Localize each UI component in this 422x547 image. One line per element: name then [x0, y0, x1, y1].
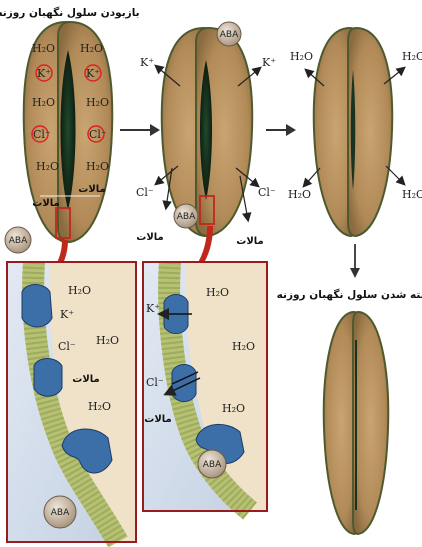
label-potassium: K⁺ [86, 67, 100, 80]
label-chloride: Cl⁻ [258, 186, 276, 199]
label-malate: مالات [72, 374, 99, 385]
label-potassium: K⁺ [146, 302, 160, 315]
label-chloride: Cl⁻ [89, 128, 107, 141]
label-h2o: H₂O [290, 50, 313, 63]
aba-molecule: ABA [198, 450, 226, 478]
caption-closing: بسته شدن سلول نگهبان روزنه [277, 288, 422, 301]
svg-text:ABA: ABA [51, 508, 70, 518]
label-h2o: H₂O [402, 188, 422, 201]
label-potassium: K⁺ [262, 56, 276, 69]
svg-text:ABA: ABA [9, 236, 28, 246]
label-h2o: H₂O [232, 340, 255, 353]
label-h2o: H₂O [86, 160, 109, 173]
svg-text:ABA: ABA [220, 30, 239, 40]
label-chloride: Cl⁻ [136, 186, 154, 199]
label-malate: مالات [136, 232, 163, 243]
label-h2o: H₂O [68, 284, 91, 297]
zoom-panel-opening: H₂O K⁺ Cl⁻ H₂O مالات H₂O [7, 262, 136, 542]
label-h2o: H₂O [88, 400, 111, 413]
svg-text:ABA: ABA [203, 460, 222, 470]
label-malate: مالات [236, 236, 263, 247]
ion-channel [22, 285, 52, 328]
label-potassium: K⁺ [140, 56, 154, 69]
stoma-closed [324, 312, 389, 534]
aba-molecule: ABA [217, 22, 241, 46]
aba-molecule: ABA [44, 496, 76, 528]
label-h2o: H₂O [80, 42, 103, 55]
ion-channel [34, 359, 62, 397]
label-h2o: H₂O [288, 188, 311, 201]
stoma-water-leaving [314, 28, 392, 236]
label-h2o: H₂O [402, 50, 422, 63]
svg-text:ABA: ABA [177, 212, 196, 222]
label-malate: مالات [144, 414, 171, 425]
label-h2o: H₂O [32, 96, 55, 109]
arrow-right-icon [266, 124, 296, 136]
arrow-right-icon [120, 124, 160, 136]
arrow-down-icon [350, 244, 360, 278]
stoma-ions-leaving [162, 28, 252, 236]
label-h2o: H₂O [32, 42, 55, 55]
caption-opening: بازبودن سلول نگهبان روزنه [0, 6, 140, 19]
label-h2o: H₂O [86, 96, 109, 109]
label-chloride: Cl⁻ [146, 376, 164, 389]
aba-molecule: ABA [174, 204, 198, 228]
label-chloride: Cl⁻ [33, 128, 51, 141]
aba-molecule: ABA [5, 227, 31, 253]
label-potassium: K⁺ [60, 308, 74, 321]
label-h2o: H₂O [206, 286, 229, 299]
label-malate: مالات [78, 184, 105, 195]
label-h2o: H₂O [36, 160, 59, 173]
label-h2o: H₂O [222, 402, 245, 415]
label-chloride: Cl⁻ [58, 340, 76, 353]
label-h2o: H₂O [96, 334, 119, 347]
label-potassium: K⁺ [37, 67, 51, 80]
stoma-open-with-ions: H₂O H₂O K⁺ K⁺ H₂O H₂O Cl⁻ Cl⁻ H₂O H₂O ما… [24, 22, 113, 242]
